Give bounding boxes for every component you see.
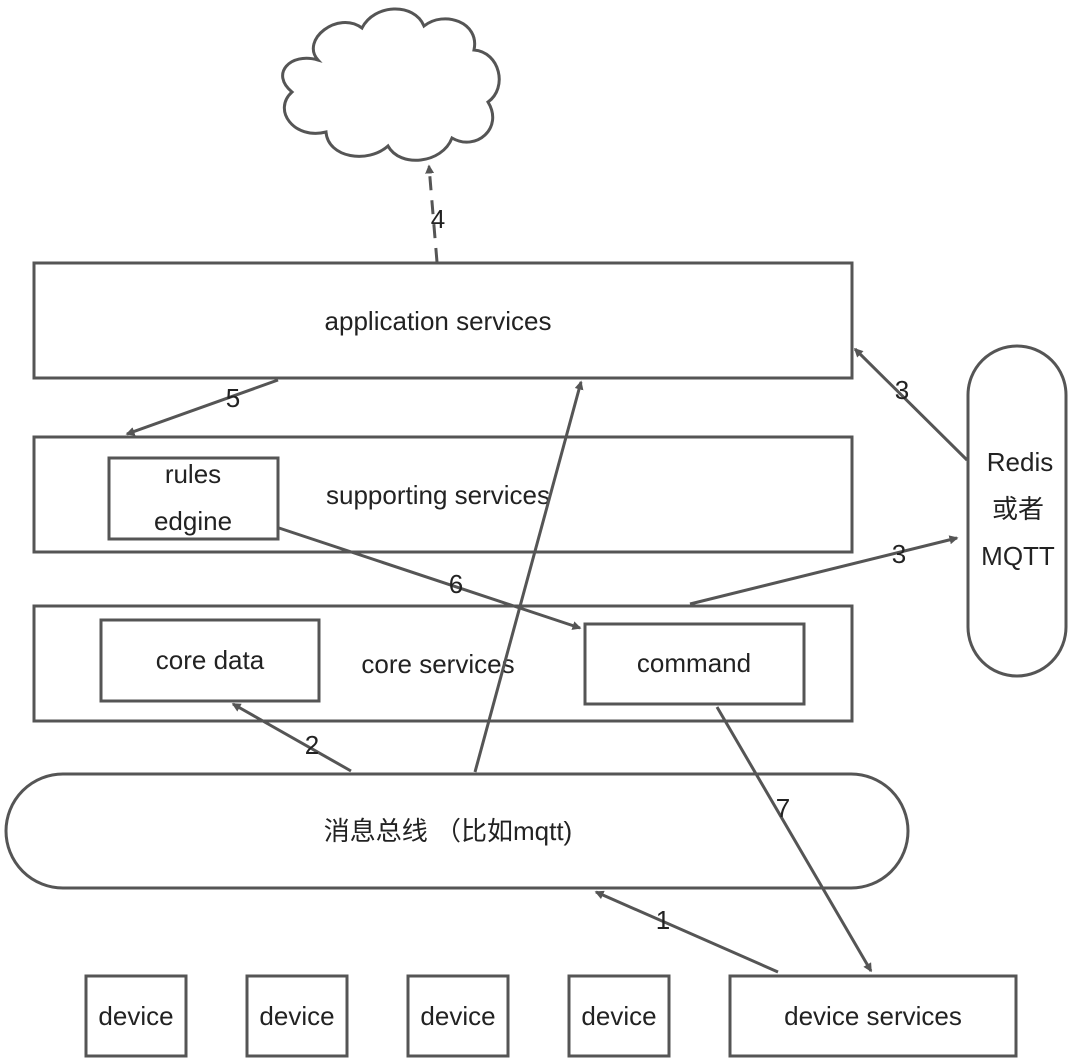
arrow-5	[125, 378, 279, 436]
arrow-label-5: 5	[226, 383, 240, 413]
arrow-label-6: 6	[449, 569, 463, 599]
device-label: device	[259, 1001, 334, 1031]
core-services-label: core services	[361, 649, 514, 679]
store-label-line2: 或者	[992, 494, 1044, 524]
arrow-7	[715, 706, 873, 973]
application-services-layer: application services	[32, 261, 854, 380]
application-services-label: application services	[325, 306, 552, 336]
device-box: device	[245, 974, 349, 1058]
arrow-3-lower	[689, 535, 959, 606]
arrow-label-4: 4	[431, 204, 445, 234]
arrow-label-1: 1	[656, 905, 670, 935]
rules-engine-label-line1: rules	[165, 459, 221, 489]
arrow-3-upper	[853, 347, 969, 462]
core-data-label: core data	[156, 645, 265, 675]
supporting-services-label: supporting services	[326, 480, 550, 510]
device-label: device	[420, 1001, 495, 1031]
arrow-label-3-lower: 3	[892, 539, 906, 569]
message-bus-label: 消息总线 （比如mqtt)	[324, 816, 572, 846]
device-label: device	[581, 1001, 656, 1031]
message-bus: 消息总线 （比如mqtt)	[4, 772, 910, 890]
core-data-box: core data	[99, 618, 321, 703]
rules-engine-label-line2: edgine	[154, 506, 232, 536]
command-box: command	[583, 622, 806, 706]
arrow-4	[425, 164, 439, 263]
device-label: device	[98, 1001, 173, 1031]
arrow-label-3-upper: 3	[895, 375, 909, 405]
arrow-bus-to-application	[473, 380, 584, 773]
device-box: device	[84, 974, 188, 1058]
arrow-2	[231, 702, 352, 773]
device-services-box: device services	[728, 974, 1018, 1058]
arrow-label-7: 7	[776, 793, 790, 823]
command-label: command	[637, 648, 751, 678]
cloud-icon	[281, 7, 501, 162]
device-box: device	[567, 974, 671, 1058]
arrow-6	[278, 526, 582, 630]
device-box: device	[406, 974, 510, 1058]
store-label-line1: Redis	[987, 447, 1053, 477]
store-label-line3: MQTT	[981, 541, 1055, 571]
rules-engine-box: rules edgine	[107, 456, 280, 541]
device-services-label: device services	[784, 1001, 962, 1031]
arrow-1	[594, 890, 779, 974]
arrow-label-2: 2	[305, 730, 319, 760]
redis-mqtt-store: Redis 或者 MQTT	[966, 344, 1068, 678]
